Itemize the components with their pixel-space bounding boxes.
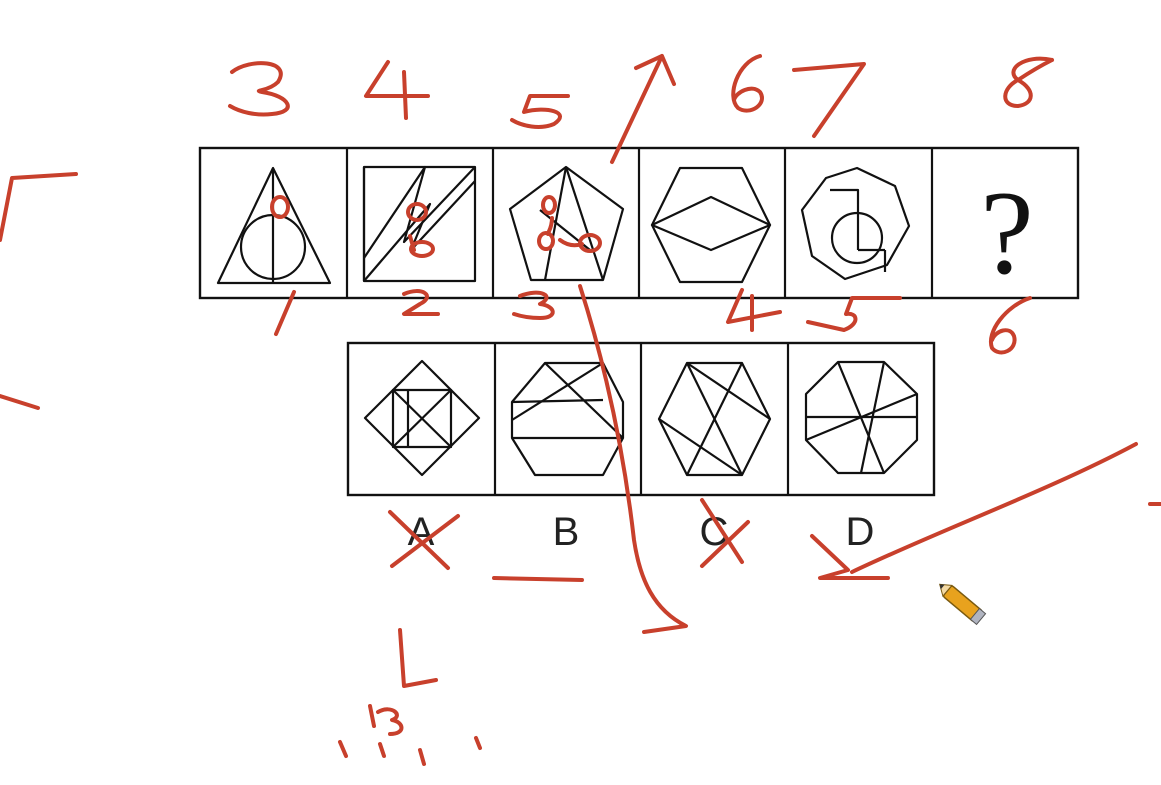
option-d-label[interactable]: D	[846, 510, 875, 554]
pencil-cursor-icon	[939, 583, 987, 626]
option-c-figure[interactable]	[657, 361, 772, 477]
figure-4-hexagon	[650, 166, 772, 284]
option-b-figure[interactable]	[510, 361, 625, 477]
question-mark: ?	[980, 166, 1033, 299]
option-a-figure[interactable]	[363, 359, 481, 477]
handwritten-annotations	[0, 54, 1161, 766]
figure-2-square	[362, 165, 477, 283]
sequence-row: ?	[198, 146, 1080, 300]
figure-5-heptagon	[800, 166, 911, 281]
option-d-figure[interactable]	[804, 360, 919, 475]
figure-3-pentagon	[508, 165, 625, 282]
figure-1-triangle	[216, 166, 332, 285]
options-row: A B C D	[346, 341, 936, 554]
option-b-label[interactable]: B	[553, 510, 580, 554]
